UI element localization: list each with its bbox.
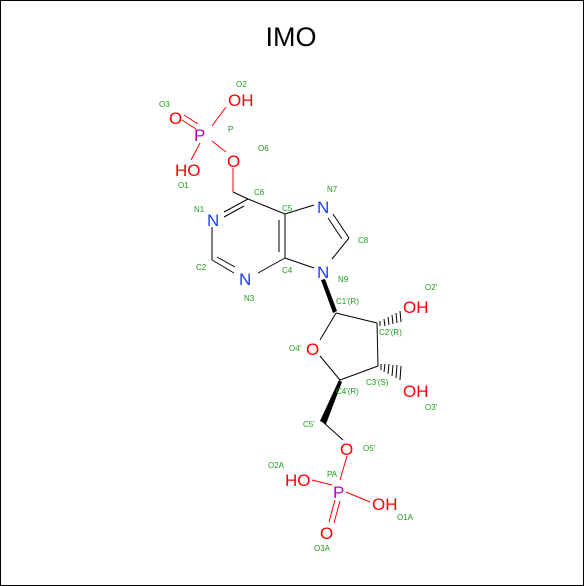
atom-n9: N xyxy=(317,263,329,282)
bond-c1-c2 xyxy=(335,312,378,324)
bond-c4-o4 xyxy=(319,355,341,381)
label-c4prime: C4'(R) xyxy=(336,387,359,396)
bonds xyxy=(181,106,379,524)
atom-n7: N xyxy=(317,198,329,217)
label-o6: O6 xyxy=(258,144,269,153)
label-o2: O2 xyxy=(236,80,247,89)
atom-symbols: OH O P HO O N N N N O OH OH O HO P OH O xyxy=(169,91,429,543)
bond-o6-c6-b xyxy=(232,191,249,200)
label-c2: C2 xyxy=(196,263,207,272)
label-o2a: O2A xyxy=(268,461,285,470)
label-o5prime: O5' xyxy=(363,444,376,453)
bond-c2-n3 xyxy=(211,259,235,274)
atom-labels: O2 O3 P O6 O1 C6 N1 N7 C5 C8 C2 C4 N9 N3… xyxy=(159,80,438,553)
bond-c3-c4 xyxy=(339,365,379,381)
label-o3a: O3A xyxy=(314,544,331,553)
atom-o-double-top: O xyxy=(169,109,182,128)
atom-p-top: P xyxy=(194,126,205,145)
bond-c6-n1 xyxy=(223,198,249,213)
atom-o-double-pa: O xyxy=(320,524,333,543)
label-c3prime: C3'(S) xyxy=(366,378,389,387)
label-o3prime: O3' xyxy=(425,403,438,412)
bond-n9-c4 xyxy=(284,257,315,269)
bond-n3-c4 xyxy=(257,257,286,274)
bond-p-o6 xyxy=(211,140,227,153)
hash-c2-o2 xyxy=(379,310,402,327)
bond-p-o-double xyxy=(183,114,199,125)
atom-pa: P xyxy=(333,483,344,502)
label-o4prime: O4' xyxy=(289,344,302,353)
label-c4: C4 xyxy=(282,266,293,275)
bond-o4-c1 xyxy=(319,312,337,341)
label-c2prime: C2'(R) xyxy=(379,328,402,337)
bond-c2-n3-inner xyxy=(216,256,236,268)
bond-pa-ho xyxy=(311,479,333,486)
label-o2prime: O2' xyxy=(425,283,438,292)
label-c8: C8 xyxy=(358,236,369,245)
atom-oh-pa: OH xyxy=(372,495,398,514)
bond-o5p-pa xyxy=(339,455,348,481)
bond-c5-c6 xyxy=(247,198,286,215)
label-o1a: O1A xyxy=(397,513,414,522)
wedge-c4-c5 xyxy=(320,380,342,424)
atom-o5prime: O xyxy=(340,440,353,459)
hash-c3-o3 xyxy=(380,363,402,381)
label-o3: O3 xyxy=(159,100,170,109)
atom-o6: O xyxy=(227,152,240,171)
atom-oh-top: OH xyxy=(228,91,254,110)
bond-pa-o-double xyxy=(328,499,336,523)
label-p: P xyxy=(228,125,233,134)
molecule-title: IMO xyxy=(265,22,317,52)
atom-n3: N xyxy=(239,270,251,289)
label-pa: PA xyxy=(327,470,338,479)
bond-p-o-double-2 xyxy=(181,119,197,130)
bond-p-ho xyxy=(190,142,201,161)
bond-c8-n9 xyxy=(331,237,350,260)
bond-pa-o-double-2 xyxy=(333,500,341,524)
bond-c5-n7 xyxy=(284,204,315,215)
bond-c2-c3 xyxy=(376,322,379,367)
atom-ho-top: HO xyxy=(175,161,201,180)
bond-p-oh xyxy=(211,106,227,127)
atom-oh-2prime: OH xyxy=(403,298,429,317)
label-n9: N9 xyxy=(338,275,349,284)
label-c1prime: C1'(R) xyxy=(336,297,359,306)
bond-c6-n1-inner xyxy=(223,205,245,218)
label-n3: N3 xyxy=(244,294,255,303)
label-c5: C5 xyxy=(282,204,293,213)
label-c6: C6 xyxy=(254,188,265,197)
bond-n7-c8 xyxy=(332,213,350,239)
label-c5prime: C5' xyxy=(303,420,315,429)
label-n1: N1 xyxy=(194,205,205,214)
label-o1: O1 xyxy=(178,181,189,190)
atom-n1: N xyxy=(207,211,219,230)
wedge-n9-c1 xyxy=(321,279,337,313)
bond-pa-oh xyxy=(345,491,371,503)
bond-n7-c8-inner xyxy=(327,217,343,240)
label-n7: N7 xyxy=(327,185,338,194)
atom-o4-ring: O xyxy=(306,340,319,359)
atom-ho-pa: HO xyxy=(285,471,311,490)
atom-oh-3prime: OH xyxy=(403,382,429,401)
bond-c5p-o5p xyxy=(322,421,344,441)
